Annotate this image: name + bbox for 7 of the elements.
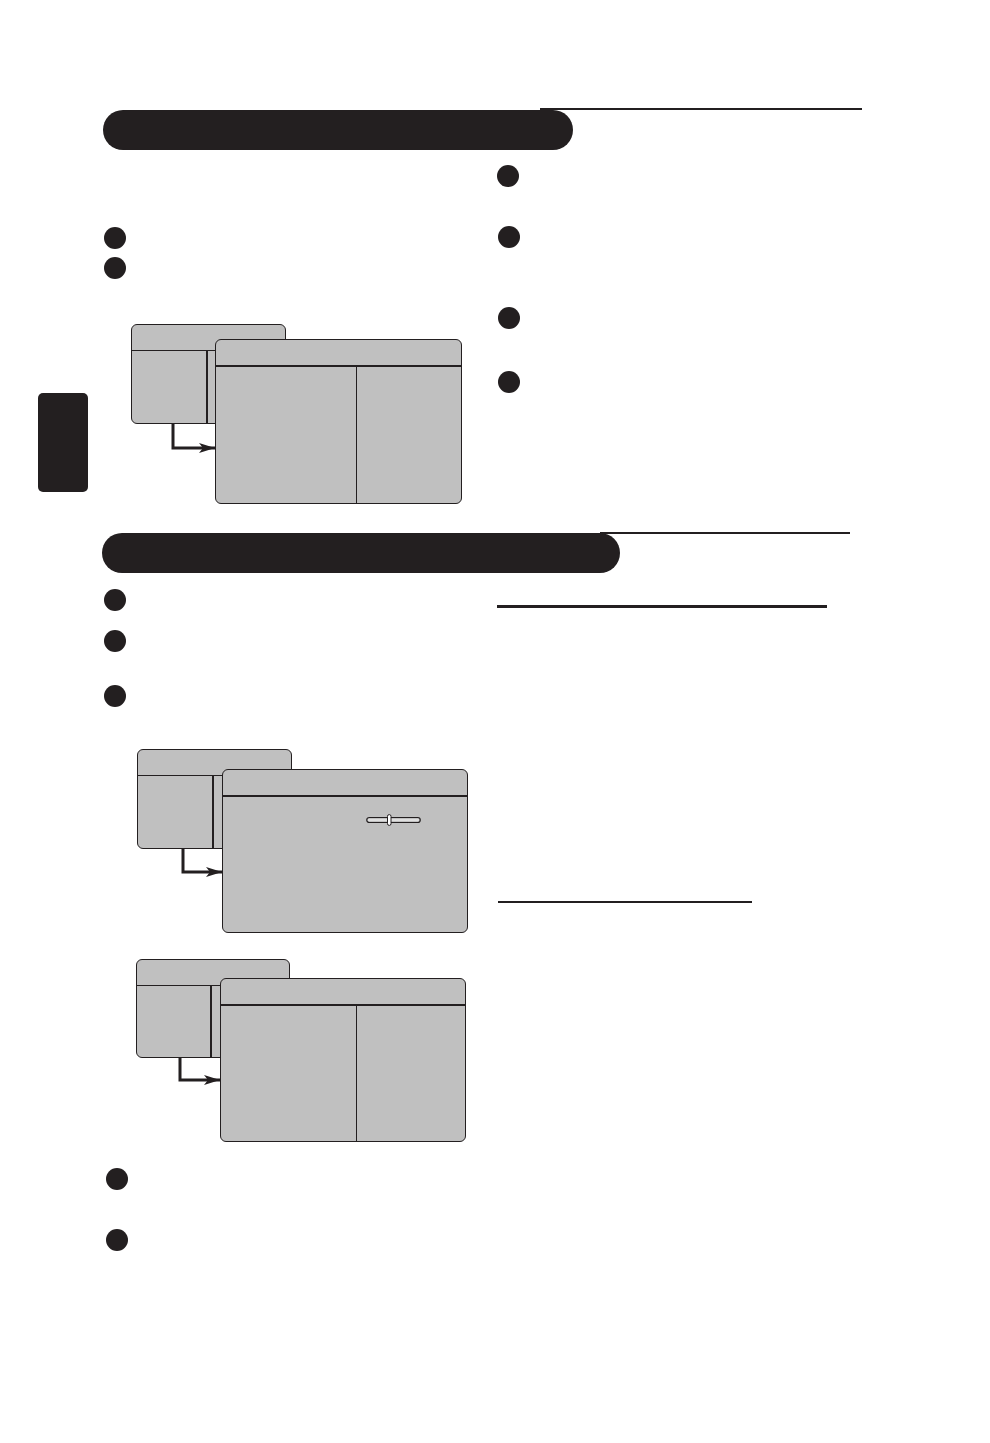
arrow bbox=[171, 424, 215, 453]
arrow bbox=[178, 1058, 220, 1085]
menu-screen bbox=[220, 978, 466, 1142]
menu-screen bbox=[215, 339, 462, 504]
side-tab bbox=[38, 393, 88, 492]
menu-screen bbox=[222, 769, 468, 933]
arrow bbox=[181, 849, 222, 877]
